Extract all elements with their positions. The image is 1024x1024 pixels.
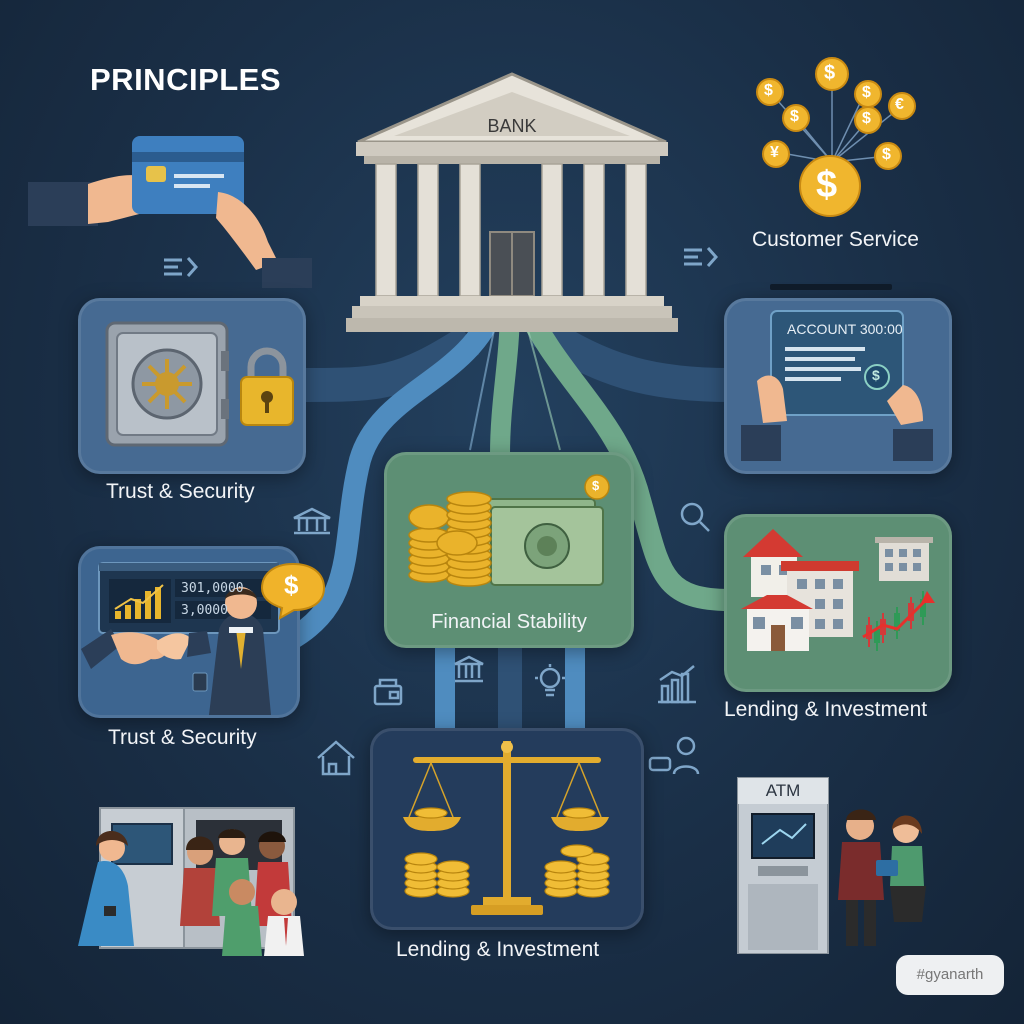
coins-network-illustration: $ $ $ $ € $ ¥ $ $: [748, 52, 924, 220]
atm-sign: ATM: [765, 781, 801, 800]
bank-icon: [290, 506, 334, 536]
bank-building: BANK: [346, 72, 678, 334]
search-icon: [678, 500, 712, 534]
atm-customers-illustration: [72, 806, 318, 956]
coin-dollar: $: [824, 62, 836, 84]
panel-accent-bar: [770, 284, 892, 290]
panel-lending-investment-bottom: [370, 728, 644, 930]
coin-euro: €: [895, 96, 904, 113]
user-service-icon: [648, 734, 702, 778]
dollar-speech-bubble: $: [258, 560, 328, 620]
label-customer-service: Customer Service: [752, 228, 919, 251]
panel-trust-security-top: [78, 298, 306, 474]
wallet-icon: [372, 676, 404, 708]
card-hands-illustration: [28, 132, 318, 292]
coin-dollar-large: $: [816, 164, 838, 206]
label-lending-investment-bottom: Lending & Investment: [396, 938, 600, 961]
bar-chart-icon: [654, 662, 700, 706]
chart-screen-value-2: 3,0000: [181, 603, 228, 618]
transfer-icon: [160, 254, 200, 280]
coin-dollar: $: [862, 110, 871, 127]
coin-dollar: $: [764, 82, 773, 99]
atm-couple-illustration: ATM: [734, 774, 934, 954]
coin-dollar: $: [790, 108, 799, 125]
coin-yen: ¥: [770, 144, 779, 161]
bank-sign: BANK: [487, 116, 537, 136]
account-card-title: ACCOUNT 300:00: [787, 321, 903, 337]
coin-dollar: $: [862, 84, 871, 101]
hashtag-badge: #gyanarth: [896, 955, 1004, 995]
panel-trust-security-bottom: 301,0000 3,0000: [78, 546, 300, 718]
idea-icon: [534, 664, 566, 704]
panel-financial-stability: $ Financial Stability: [384, 452, 634, 648]
account-dollar-icon: $: [872, 367, 880, 383]
panel-account: ACCOUNT 300:00 $: [724, 298, 952, 474]
label-trust-security-top: Trust & Security: [106, 480, 255, 503]
bank-icon: [452, 654, 486, 684]
page-title: PRINCIPLES: [90, 62, 282, 97]
coin-dollar: $: [882, 146, 891, 163]
transfer-icon: [680, 244, 720, 270]
label-lending-investment-right: Lending & Investment: [724, 698, 928, 721]
coin-dollar: $: [592, 478, 600, 493]
chart-screen-value-1: 301,0000: [181, 581, 244, 596]
bubble-dollar-sign: $: [284, 570, 299, 600]
label-trust-security-bottom: Trust & Security: [108, 726, 257, 749]
label-financial-stability: Financial Stability: [431, 611, 587, 633]
house-icon: [314, 738, 358, 778]
panel-lending-investment-right: [724, 514, 952, 692]
